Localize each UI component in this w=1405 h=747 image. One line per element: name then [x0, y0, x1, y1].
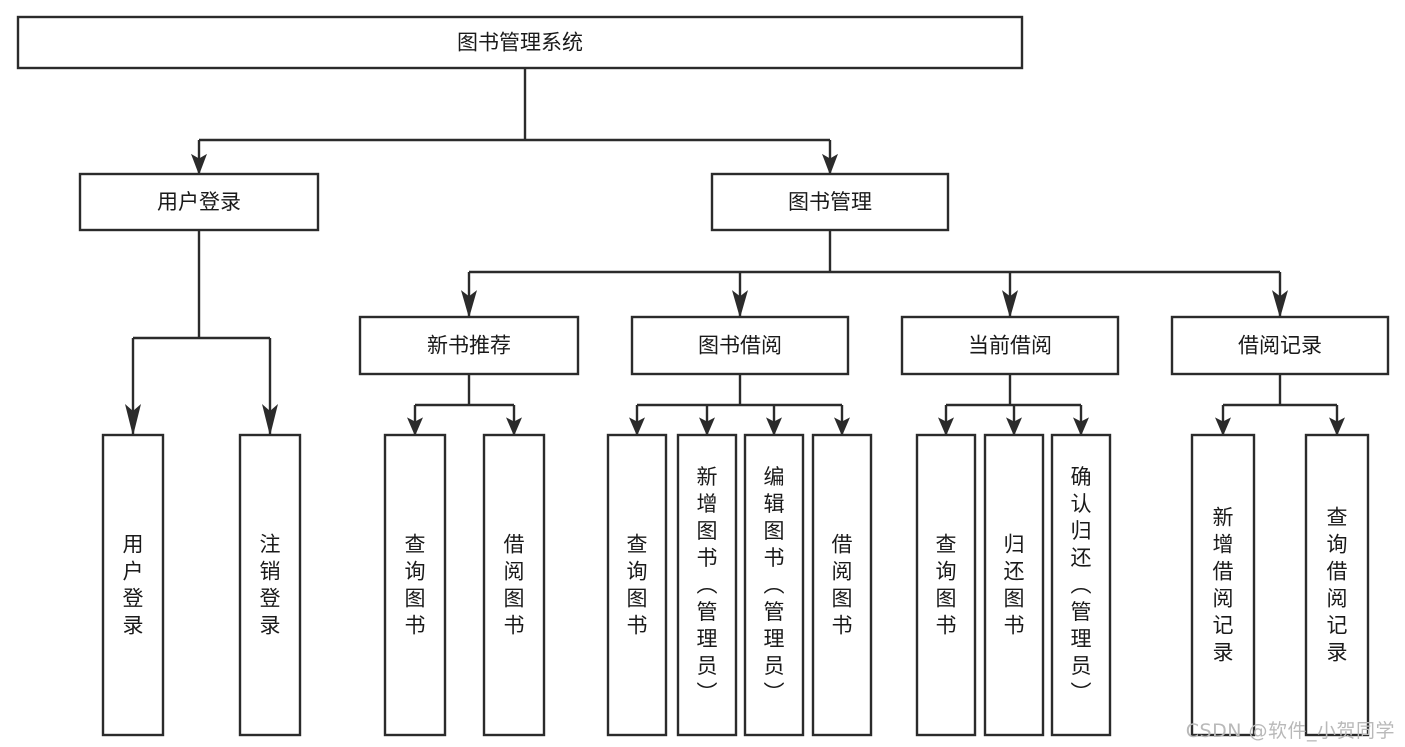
node-box-leaf-return-book[interactable]: [983, 433, 1045, 737]
node-book-manage[interactable]: 图书管理: [710, 172, 950, 232]
node-label-user-login: 用户登录: [157, 190, 241, 214]
edge-book-manage-to-borrow-record: [1272, 272, 1288, 318]
node-label-leaf-return-book: 归还图书: [1004, 533, 1025, 638]
edge-current-borrow-to-leaf-return-book: [1006, 405, 1022, 436]
edge-root-to-user-login: [191, 140, 207, 175]
node-box-leaf-borrow-book-1[interactable]: [482, 433, 546, 737]
edge-new-book-recommend-to-leaf-borrow-book-1: [506, 405, 522, 436]
node-box-new-book-recommend[interactable]: [358, 315, 580, 376]
node-box-borrow-record[interactable]: [1170, 315, 1390, 376]
node-leaf-return-book[interactable]: 归还图书: [983, 433, 1045, 737]
node-label-leaf-query-book-3: 查询图书: [936, 533, 957, 638]
node-label-new-book-recommend: 新书推荐: [427, 334, 511, 358]
node-box-leaf-logout[interactable]: [238, 433, 302, 737]
node-label-leaf-query-book-1: 查询图书: [405, 533, 426, 638]
edges-layer: [125, 68, 1345, 436]
edge-new-book-recommend-to-leaf-query-book-1: [407, 405, 423, 436]
node-leaf-add-record[interactable]: 新增借阅记录: [1190, 433, 1256, 737]
node-box-book-manage[interactable]: [710, 172, 950, 232]
edge-current-borrow-to-leaf-query-book-3: [938, 405, 954, 436]
node-label-borrow-record: 借阅记录: [1238, 334, 1322, 358]
node-label-leaf-user-login: 用户登录: [123, 533, 144, 638]
node-leaf-borrow-book-1[interactable]: 借阅图书: [482, 433, 546, 737]
node-label-current-borrow: 当前借阅: [968, 334, 1052, 358]
node-leaf-user-login[interactable]: 用户登录: [101, 433, 165, 737]
node-box-leaf-edit-book[interactable]: [743, 433, 805, 737]
node-box-leaf-query-record[interactable]: [1304, 433, 1370, 737]
connector-rail-root: [199, 68, 830, 142]
connector-rail-borrow-record: [1223, 374, 1337, 407]
node-leaf-confirm-return[interactable]: 确认归还︵管理员︶: [1050, 433, 1112, 737]
node-box-leaf-borrow-book-2[interactable]: [811, 433, 873, 737]
node-label-book-borrow: 图书借阅: [698, 334, 782, 358]
edge-book-manage-to-new-book-recommend: [461, 272, 477, 318]
node-label-leaf-logout: 注销登录: [260, 533, 281, 638]
node-leaf-query-book-1[interactable]: 查询图书: [383, 433, 447, 737]
node-label-leaf-add-book: 新增图书︵管理员︶: [697, 465, 718, 705]
node-box-leaf-query-book-2[interactable]: [606, 433, 668, 737]
node-borrow-record[interactable]: 借阅记录: [1170, 315, 1390, 376]
node-box-user-login[interactable]: [78, 172, 320, 232]
node-label-leaf-query-book-2: 查询图书: [627, 533, 648, 638]
node-user-login[interactable]: 用户登录: [78, 172, 320, 232]
edge-book-manage-to-current-borrow: [1002, 272, 1018, 318]
node-new-book-recommend[interactable]: 新书推荐: [358, 315, 580, 376]
node-box-root[interactable]: [16, 15, 1024, 70]
connector-rail-book-borrow: [637, 374, 842, 407]
node-box-leaf-confirm-return[interactable]: [1050, 433, 1112, 737]
connector-rail-current-borrow: [946, 374, 1081, 407]
connector-rail-new-book: [415, 374, 514, 407]
edge-book-borrow-to-leaf-borrow-book-2: [834, 405, 850, 436]
node-book-borrow[interactable]: 图书借阅: [630, 315, 850, 376]
node-label-leaf-confirm-return: 确认归还︵管理员︶: [1071, 465, 1092, 705]
edge-borrow-record-to-leaf-query-record: [1329, 405, 1345, 436]
edge-current-borrow-to-leaf-confirm-return: [1073, 405, 1089, 436]
edge-book-borrow-to-leaf-edit-book: [766, 405, 782, 436]
node-label-root: 图书管理系统: [457, 31, 583, 55]
node-leaf-add-book[interactable]: 新增图书︵管理员︶: [676, 433, 738, 737]
node-label-leaf-borrow-book-1: 借阅图书: [504, 533, 525, 638]
node-box-leaf-query-book-1[interactable]: [383, 433, 447, 737]
node-leaf-query-book-3[interactable]: 查询图书: [915, 433, 977, 737]
edge-book-borrow-to-leaf-add-book: [699, 405, 715, 436]
node-leaf-logout[interactable]: 注销登录: [238, 433, 302, 737]
edge-book-borrow-to-leaf-query-book-2: [629, 405, 645, 436]
node-leaf-borrow-book-2[interactable]: 借阅图书: [811, 433, 873, 737]
node-box-leaf-user-login[interactable]: [101, 433, 165, 737]
node-current-borrow[interactable]: 当前借阅: [900, 315, 1120, 376]
nodes-layer: 图书管理系统用户登录图书管理新书推荐图书借阅当前借阅借阅记录用户登录注销登录查询…: [16, 15, 1390, 737]
node-root[interactable]: 图书管理系统: [16, 15, 1024, 70]
node-leaf-query-record[interactable]: 查询借阅记录: [1304, 433, 1370, 737]
connector-rail-book-manage: [469, 230, 1280, 274]
node-box-current-borrow[interactable]: [900, 315, 1120, 376]
node-box-leaf-query-book-3[interactable]: [915, 433, 977, 737]
edge-root-to-book-manage: [822, 140, 838, 175]
node-label-leaf-borrow-book-2: 借阅图书: [832, 533, 853, 638]
node-box-leaf-add-record[interactable]: [1190, 433, 1256, 737]
node-leaf-query-book-2[interactable]: 查询图书: [606, 433, 668, 737]
edge-user-login-to-leaf-logout: [262, 338, 278, 436]
edge-user-login-to-leaf-user-login: [125, 338, 141, 436]
connector-rail-user-login: [133, 230, 270, 340]
edge-borrow-record-to-leaf-add-record: [1215, 405, 1231, 436]
node-label-book-manage: 图书管理: [788, 190, 872, 214]
node-box-leaf-add-book[interactable]: [676, 433, 738, 737]
node-label-leaf-edit-book: 编辑图书︵管理员︶: [764, 465, 785, 705]
node-leaf-edit-book[interactable]: 编辑图书︵管理员︶: [743, 433, 805, 737]
node-label-leaf-add-record: 新增借阅记录: [1213, 506, 1234, 665]
node-label-leaf-query-record: 查询借阅记录: [1327, 506, 1348, 665]
edge-book-manage-to-book-borrow: [732, 272, 748, 318]
node-box-book-borrow[interactable]: [630, 315, 850, 376]
